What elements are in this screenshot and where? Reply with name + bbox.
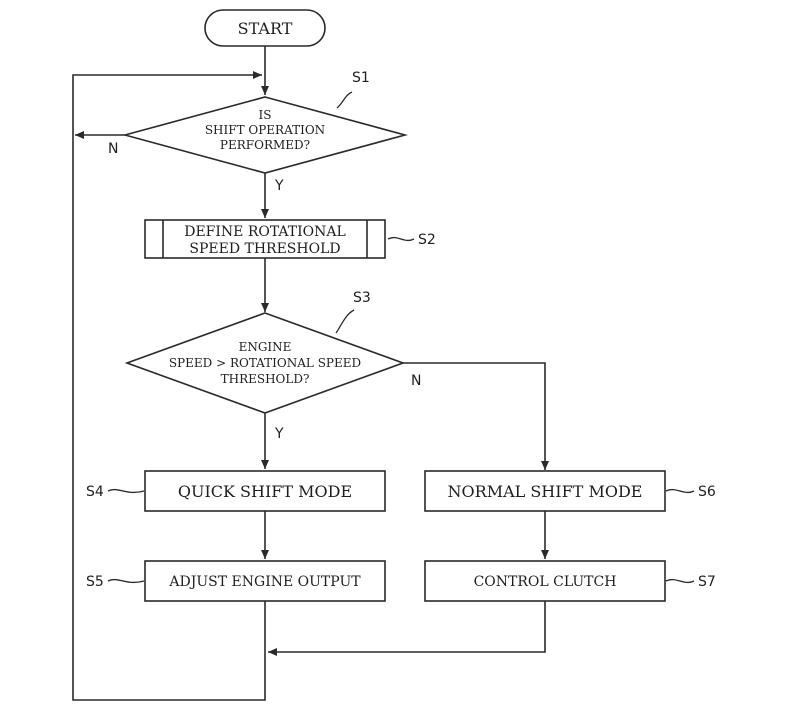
leader-s7 xyxy=(665,578,695,584)
decision-s1-line-1: IS xyxy=(259,108,272,122)
decision-s3-line-1: ENGINE xyxy=(239,340,292,354)
process-s7-label: CONTROL CLUTCH xyxy=(474,574,617,590)
process-s4-label: QUICK SHIFT MODE xyxy=(178,482,352,501)
s3-no-label: N xyxy=(411,373,421,389)
step-label-s6: S6 xyxy=(698,484,716,500)
process-s7: CONTROL CLUTCH xyxy=(424,560,666,602)
step-label-s5: S5 xyxy=(86,574,104,590)
s1-no-label: N xyxy=(108,141,118,157)
step-label-s1: S1 xyxy=(352,70,370,86)
connector-s3-no-to-s6 xyxy=(403,362,549,470)
process-s2-line-2: SPEED THRESHOLD xyxy=(189,241,340,257)
leader-s5 xyxy=(107,578,145,584)
process-s6-shape xyxy=(424,470,666,512)
decision-s3-line-3: THRESHOLD? xyxy=(221,372,310,386)
step-label-s7: S7 xyxy=(698,574,716,590)
decision-s3-line-2: SPEED > ROTATIONAL SPEED xyxy=(169,356,361,370)
step-label-s2: S2 xyxy=(418,232,436,248)
leader-s6 xyxy=(665,488,695,494)
s1-yes-label: Y xyxy=(274,178,284,194)
process-s5: ADJUST ENGINE OUTPUT xyxy=(144,560,386,602)
step-label-s3: S3 xyxy=(353,290,371,306)
start-label: START xyxy=(238,19,293,38)
process-s6-label: NORMAL SHIFT MODE xyxy=(448,482,643,501)
decision-s1-line-3: PERFORMED? xyxy=(220,138,310,152)
connector-s7-to-merge xyxy=(268,601,546,656)
decision-s1: IS SHIFT OPERATION PERFORMED? xyxy=(121,96,409,174)
step-label-s4: S4 xyxy=(86,484,104,500)
loop-back-connector xyxy=(72,71,266,701)
leader-s4 xyxy=(107,488,145,494)
process-s6: NORMAL SHIFT MODE xyxy=(424,470,666,512)
leader-s1 xyxy=(336,91,353,109)
process-s4: QUICK SHIFT MODE xyxy=(144,470,386,512)
decision-s1-line-2: SHIFT OPERATION xyxy=(205,123,325,137)
start-terminal: START xyxy=(204,9,326,47)
process-s2-line-1: DEFINE ROTATIONAL xyxy=(184,224,346,240)
process-s5-label: ADJUST ENGINE OUTPUT xyxy=(168,574,361,590)
leader-s2 xyxy=(387,236,415,242)
s3-yes-label: Y xyxy=(274,426,284,442)
leader-s3 xyxy=(335,309,355,334)
process-s2: DEFINE ROTATIONAL SPEED THRESHOLD xyxy=(144,219,386,259)
decision-s3: ENGINE SPEED > ROTATIONAL SPEED THRESHOL… xyxy=(124,312,406,414)
